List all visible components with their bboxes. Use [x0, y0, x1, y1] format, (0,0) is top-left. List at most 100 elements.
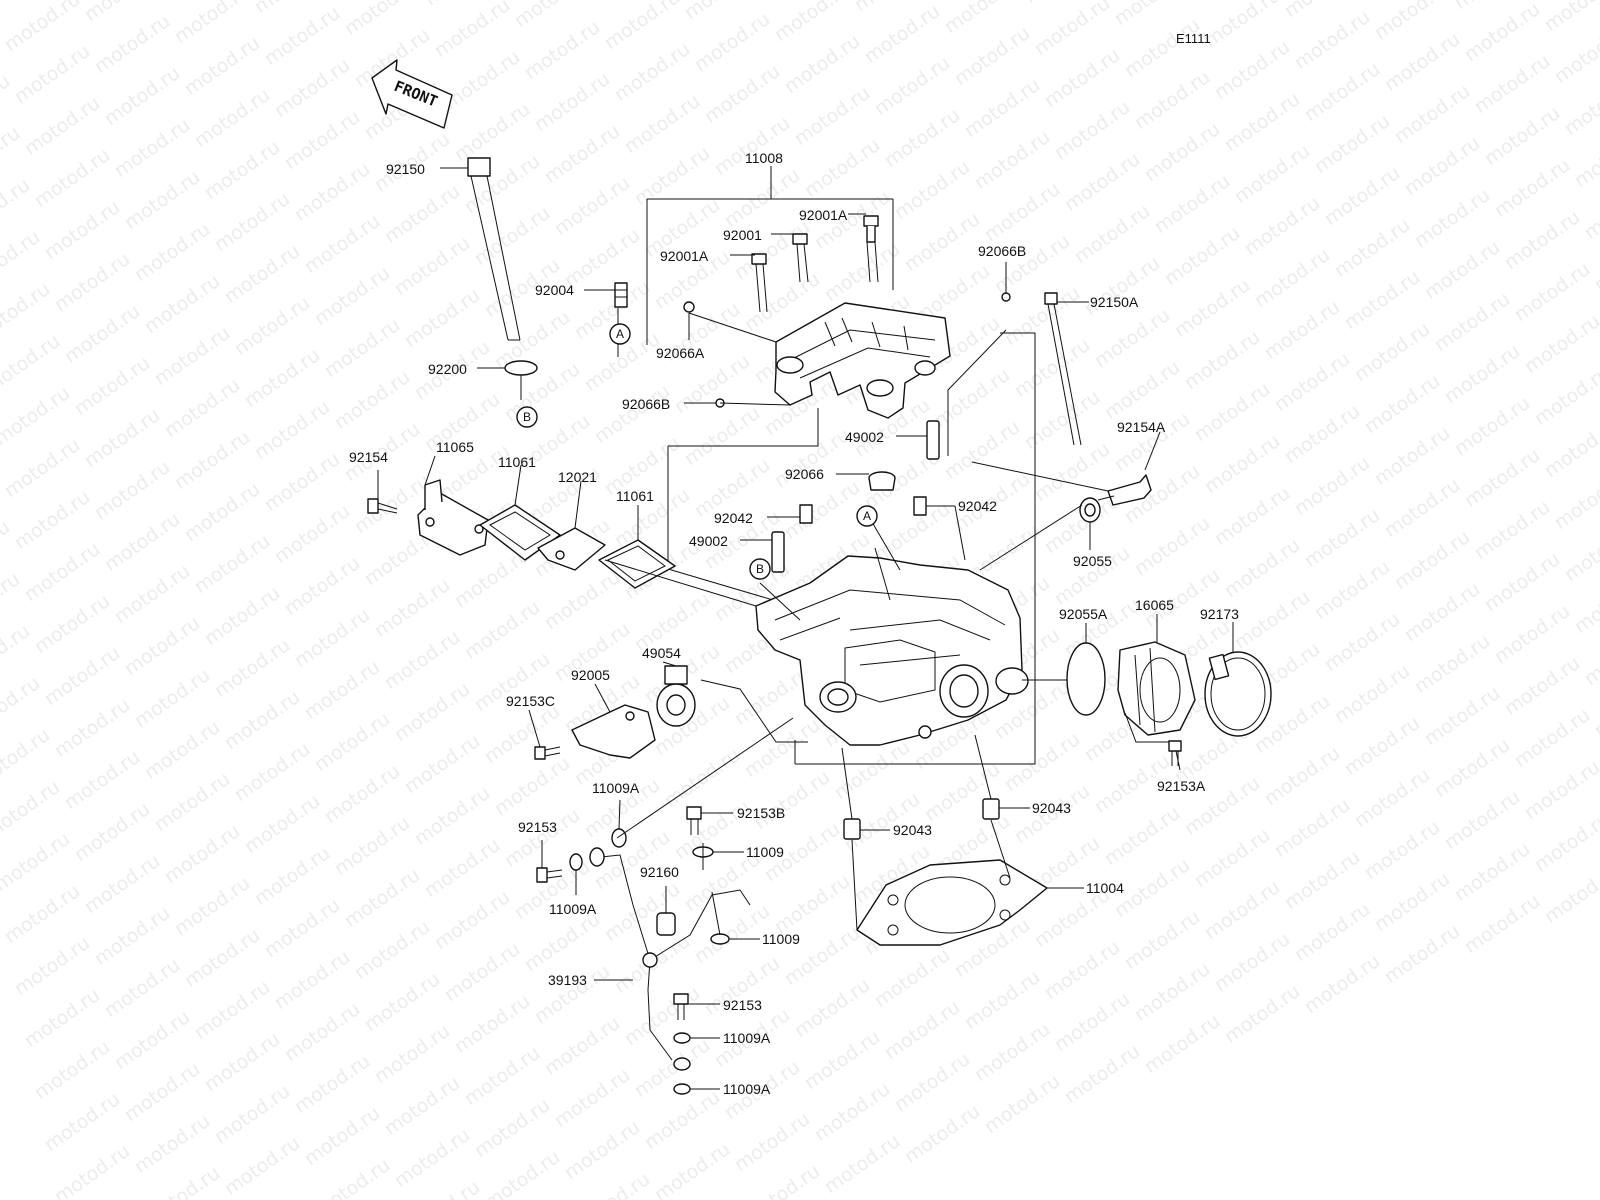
thermostat-49054	[656, 665, 696, 727]
part-label-11008: 11008	[745, 150, 783, 166]
cover-11065	[417, 479, 489, 556]
watermark-text: motod.ru	[1060, 1040, 1144, 1108]
washer-11009A-2	[569, 853, 583, 871]
watermark-text: motod.ru	[1140, 1010, 1224, 1078]
part-label-92154: 92154	[349, 449, 388, 465]
carburetor-holder-16065	[1117, 641, 1196, 736]
part-label-92153C: 92153C	[506, 693, 555, 709]
bolt-92154A	[1097, 474, 1152, 506]
watermark-text: motod.ru	[1460, 890, 1544, 958]
bolt-92154	[367, 498, 398, 514]
part-label-92066B: 92066B	[622, 396, 670, 412]
valve-lifter-49002-upper	[926, 420, 940, 460]
bolt-92153-lower	[673, 993, 689, 1020]
svg-text:A: A	[863, 509, 871, 523]
svg-text:A: A	[616, 327, 624, 341]
part-label-92160: 92160	[640, 864, 679, 880]
part-label-11009A: 11009A	[723, 1081, 771, 1097]
part-label-92055A: 92055A	[1059, 606, 1108, 622]
part-label-12021: 12021	[558, 469, 597, 485]
dowel-92043-right	[982, 798, 1000, 820]
part-label-92066A: 92066A	[656, 345, 705, 361]
part-label-92004: 92004	[535, 282, 574, 298]
watermark-text: motod.ru	[820, 1130, 904, 1198]
bolt-92153A	[1168, 740, 1182, 766]
washer-92200	[504, 360, 538, 376]
part-label-92153A: 92153A	[1157, 778, 1206, 794]
part-label-11009A: 11009A	[592, 780, 640, 796]
washer-11009A-1	[611, 828, 627, 848]
part-label-92055: 92055	[1073, 553, 1112, 569]
part-label-11009: 11009	[746, 844, 784, 860]
part-label-92042: 92042	[714, 510, 753, 526]
part-label-11009A: 11009A	[549, 901, 597, 917]
watermark-text: motod.ru	[900, 1100, 984, 1168]
watermark-text: motod.ru	[220, 1132, 304, 1200]
watermark-text: motod.ru	[1520, 310, 1600, 378]
watermark-text: motod.ru	[1540, 0, 1600, 36]
cam-cap-bolts	[683, 215, 1011, 408]
diagram-code: E1111	[1176, 31, 1211, 46]
part-label-16065: 16065	[1135, 597, 1174, 613]
valve-lifter-49002-lower	[771, 531, 785, 573]
stud-bolt-92150A	[1044, 292, 1082, 446]
watermark-text: motod.ru	[1220, 980, 1304, 1048]
part-label-92200: 92200	[428, 361, 467, 377]
watermark-text: motod.ru	[1520, 756, 1600, 824]
callout-B-lower: B	[749, 558, 771, 580]
dowel-92042-left	[799, 504, 813, 524]
part-labels: 11008 92001A 92001 92001A 92066B 92150 9…	[349, 150, 1239, 1097]
part-label-92043: 92043	[1032, 800, 1071, 816]
clamp-92173	[1204, 651, 1272, 737]
seal-92066	[868, 471, 896, 491]
part-label-11004: 11004	[1086, 880, 1124, 896]
banjo-joint	[673, 1057, 691, 1071]
part-label-92043: 92043	[893, 822, 932, 838]
part-label-49054: 49054	[642, 645, 681, 661]
part-label-92066B: 92066B	[978, 243, 1026, 259]
watermark-text: motod.ru	[650, 1138, 734, 1200]
part-label-11009A: 11009A	[723, 1030, 771, 1046]
watermark-text: motod.ru	[1300, 950, 1384, 1018]
camshaft-cap-assembly	[774, 302, 951, 419]
reed-valve-12021	[537, 527, 606, 571]
head-gasket-11004	[856, 859, 1048, 946]
svg-text:B: B	[756, 562, 764, 576]
part-label-11065: 11065	[436, 439, 474, 455]
o-ring-92055A	[1066, 642, 1106, 716]
cylinder-head	[755, 555, 1029, 746]
washer-11009A-3	[673, 1032, 691, 1044]
washer-11009A-4	[673, 1083, 691, 1095]
part-label-11061: 11061	[498, 454, 536, 470]
part-label-92153B: 92153B	[737, 805, 785, 821]
watermark-text: motod.ru	[1380, 920, 1464, 988]
part-label-92001: 92001	[723, 227, 762, 243]
dowel-92004	[614, 282, 628, 308]
grommet-92160	[656, 912, 676, 936]
part-label-92001A: 92001A	[660, 248, 709, 264]
part-label-92153: 92153	[723, 997, 762, 1013]
part-label-92005: 92005	[571, 667, 610, 683]
dowel-92042-right	[913, 496, 927, 516]
part-label-92066: 92066	[785, 466, 824, 482]
watermark-text: motod.ru	[980, 1070, 1064, 1138]
part-label-11061: 11061	[616, 488, 654, 504]
leader-lines	[377, 167, 1234, 1090]
washer-11009-lower	[710, 933, 730, 945]
callout-A-upper: A	[609, 323, 631, 345]
part-label-92173: 92173	[1200, 606, 1239, 622]
part-label-92154A: 92154A	[1117, 419, 1166, 435]
part-label-92150: 92150	[386, 161, 425, 177]
part-label-11009: 11009	[762, 931, 800, 947]
part-label-92150A: 92150A	[1090, 294, 1139, 310]
part-label-92042: 92042	[958, 498, 997, 514]
part-label-92153: 92153	[518, 819, 557, 835]
oil-pipe-39193	[589, 847, 751, 1061]
stud-bolt-92150	[467, 157, 521, 341]
part-label-39193: 39193	[548, 972, 587, 988]
callout-A-lower: A	[856, 505, 878, 527]
callout-B-upper: B	[516, 406, 538, 428]
part-label-49002: 49002	[689, 533, 728, 549]
